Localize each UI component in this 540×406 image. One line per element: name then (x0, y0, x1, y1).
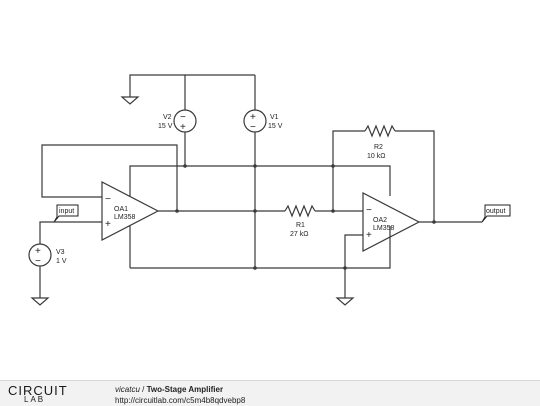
r2-left-wire (332, 130, 365, 211)
v1-minus-sign: − (250, 122, 256, 133)
v3-value: 1 V (56, 258, 67, 265)
v2-plus-sign: + (180, 122, 186, 133)
r1-value: 27 kΩ (290, 231, 308, 238)
oa1-feedback-wire (41, 144, 178, 211)
v2-value: 15 V (158, 123, 173, 130)
r2-name: R2 (374, 144, 383, 151)
oa2-minus-sign: − (366, 205, 372, 216)
ground-oa2 (335, 234, 363, 306)
v1-value: 15 V (268, 123, 283, 130)
output-net-label: output (481, 204, 511, 223)
oa1-name: OA1 (114, 206, 128, 213)
circuitlab-logo-bottom: LAB (24, 395, 46, 404)
circuit-url[interactable]: http://circuitlab.com/c5m4b8qdvebp8 (115, 396, 246, 405)
oa1-minus-sign: − (105, 194, 111, 205)
oa1-part: LM358 (114, 214, 136, 221)
output-label: output (486, 208, 506, 215)
v2-source: − + (173, 108, 197, 166)
r2-right-wire (395, 130, 435, 222)
circuitlab-logo-top: CIRCUIT (8, 383, 68, 398)
oa2-part: LM358 (373, 225, 395, 232)
r1-resistor (284, 204, 316, 218)
v3-plus-sign: + (35, 246, 41, 257)
junction-dots (175, 164, 436, 270)
input-label: input (59, 208, 74, 215)
input-wire (39, 221, 102, 244)
oa2-name: OA2 (373, 217, 387, 224)
oa1-opamp: − + (101, 168, 160, 268)
circuit-title: Two-Stage Amplifier (146, 385, 224, 394)
r2-resistor (364, 124, 396, 138)
input-net-label: input (53, 204, 79, 223)
title-line: vicatcu / Two-Stage Amplifier (115, 385, 223, 394)
negative-rail (130, 226, 391, 269)
footer-bar: CIRCUIT LAB vicatcu / Two-Stage Amplifie… (0, 380, 540, 406)
v3-name: V3 (56, 249, 65, 256)
v3-minus-sign: − (35, 256, 41, 267)
positive-rail (129, 165, 391, 196)
title-separator: / (142, 385, 145, 394)
schematic: − + V2 15 V + − V1 15 V − + OA1 LM358 R1… (28, 74, 511, 306)
v1-name: V1 (270, 114, 279, 121)
oa2-opamp: − + (362, 192, 421, 252)
v2-minus-sign: − (180, 112, 186, 123)
r2-value: 10 kΩ (367, 153, 385, 160)
v1-plus-sign: + (250, 112, 256, 123)
r1-name: R1 (296, 222, 305, 229)
v1-source: + − (185, 74, 267, 268)
ground-top (120, 74, 186, 108)
v3-source: + − (28, 243, 52, 306)
v2-name: V2 (163, 114, 172, 121)
oa2-plus-sign: + (366, 230, 372, 241)
oa1-plus-sign: + (105, 219, 111, 230)
author-name[interactable]: vicatcu (115, 385, 140, 394)
